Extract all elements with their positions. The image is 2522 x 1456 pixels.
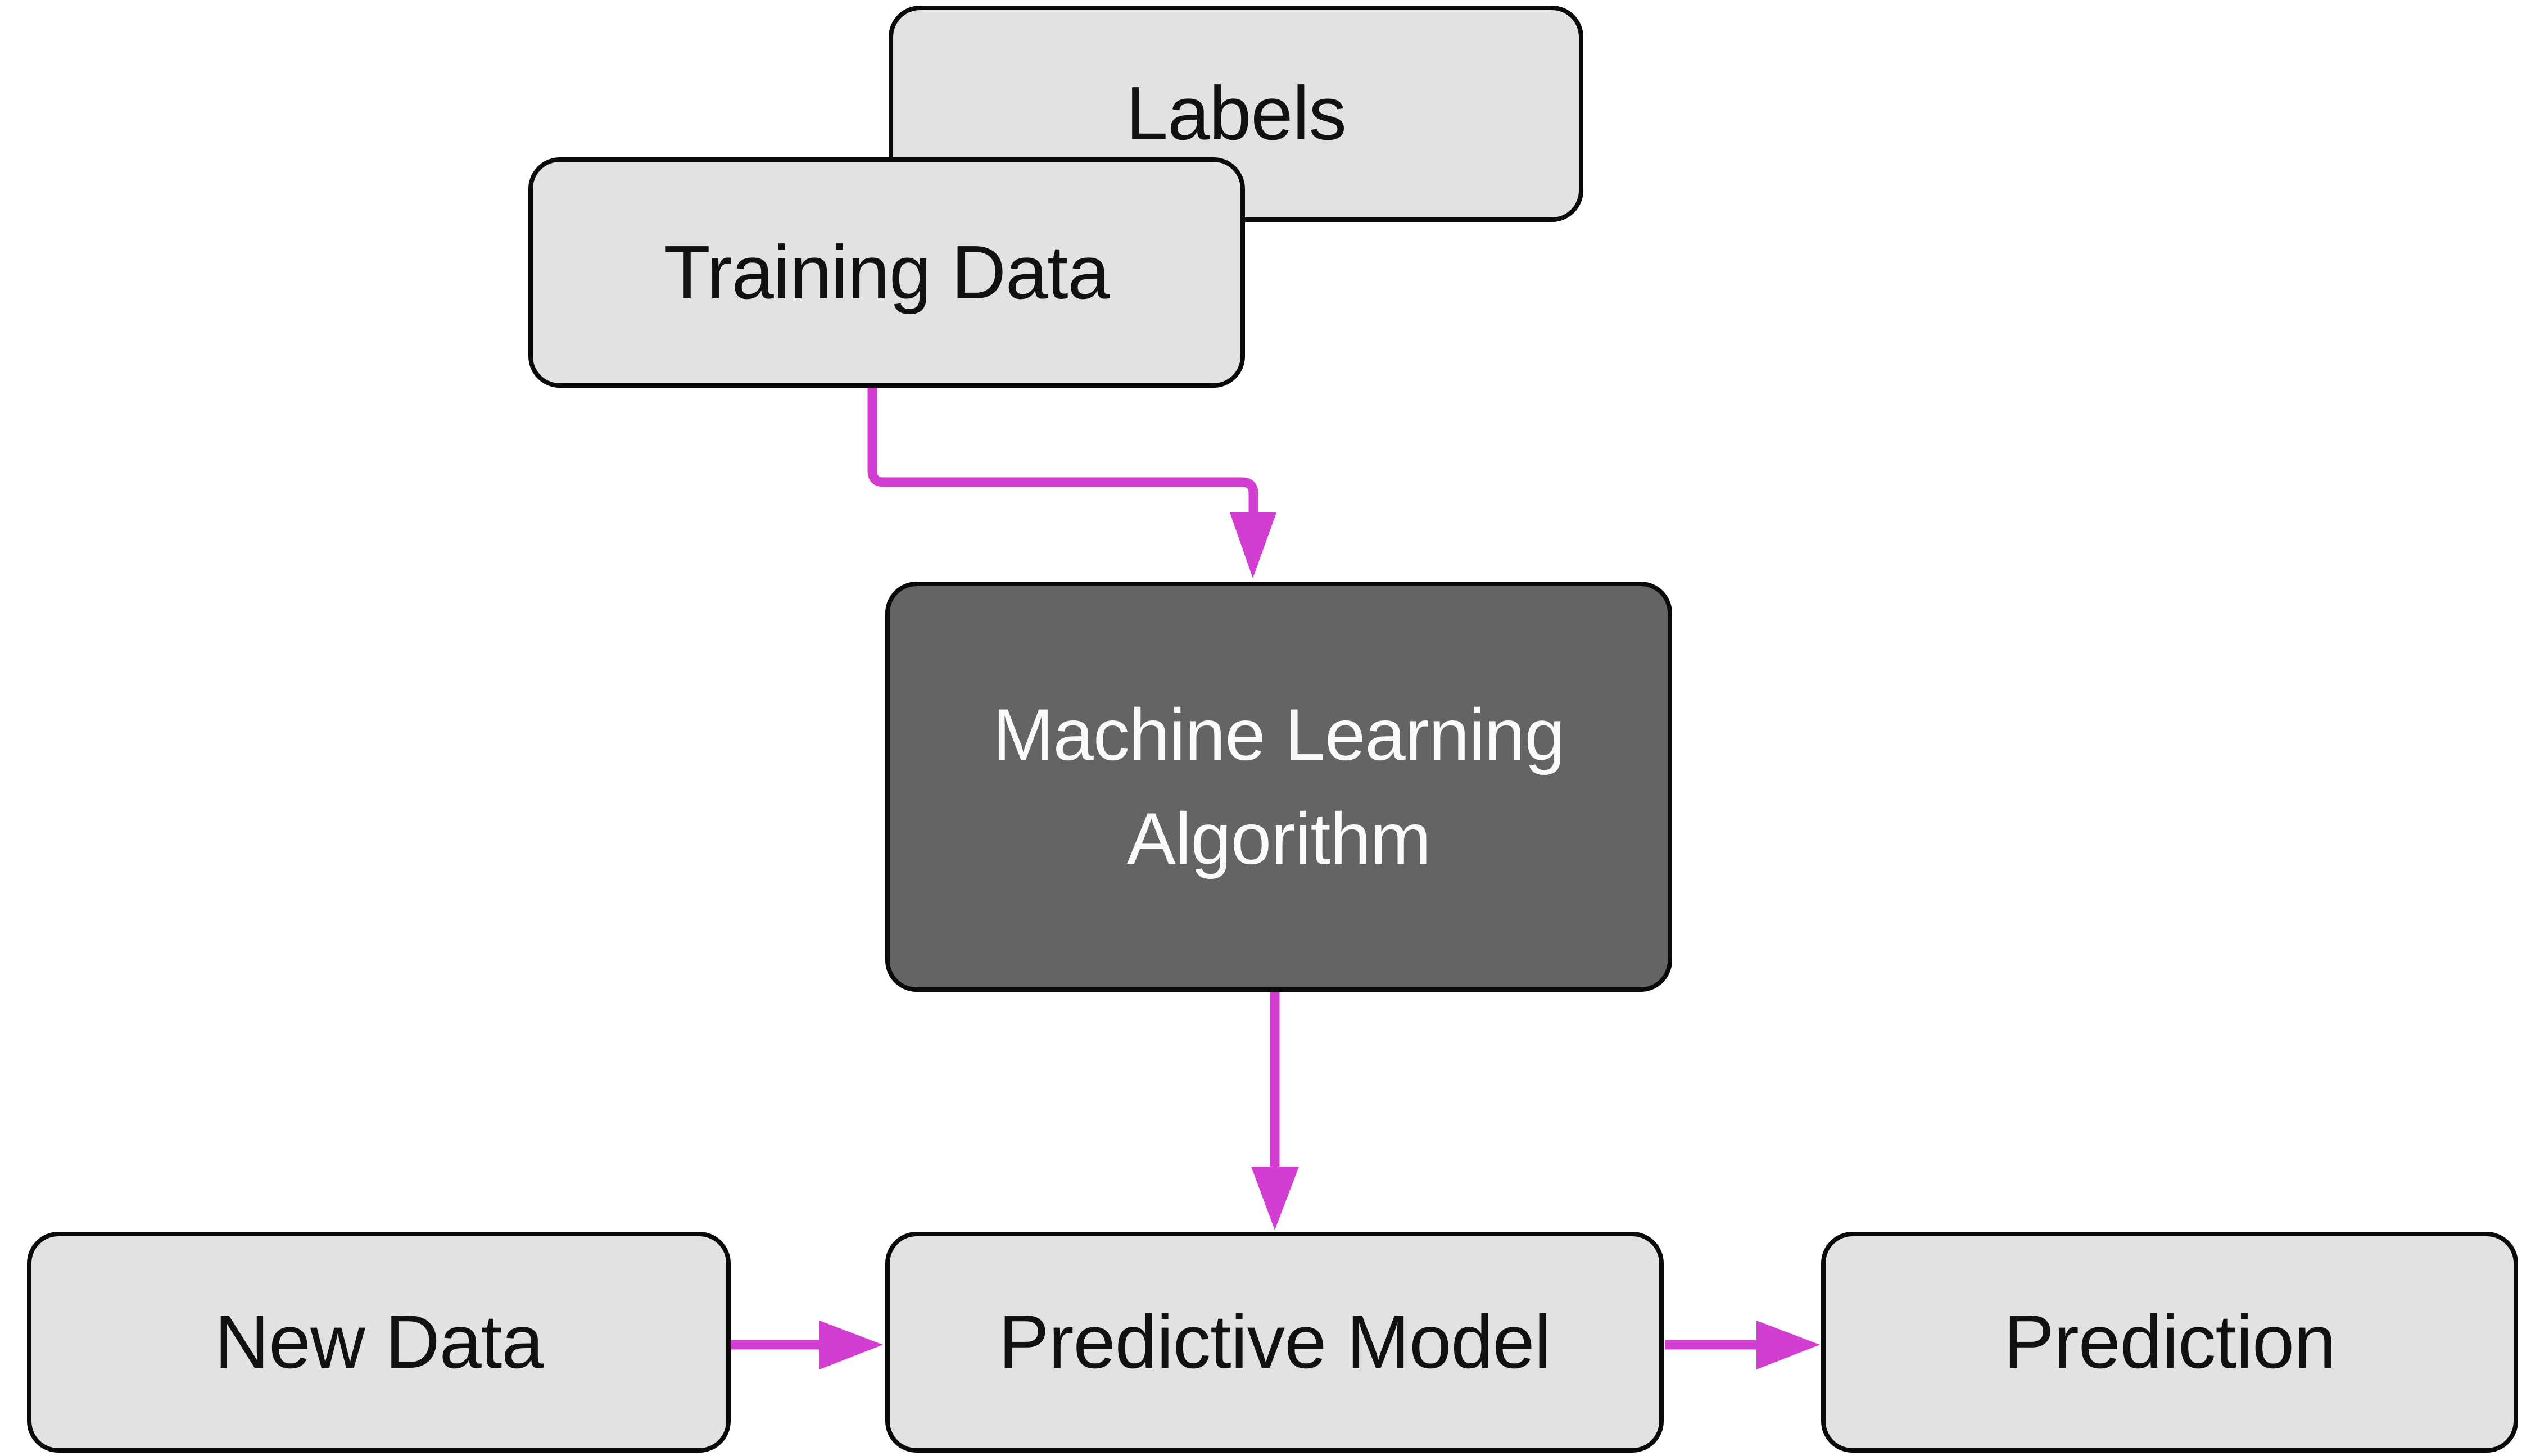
node-training-data: Training Data xyxy=(528,157,1245,388)
arrowhead-right-icon xyxy=(1756,1321,1820,1369)
node-labels-text: Labels xyxy=(1126,71,1347,156)
edge-new-data-to-predictive-model xyxy=(731,1321,883,1369)
edge-predictive-model-to-prediction xyxy=(1665,1321,1820,1369)
node-predictive-model-text: Predictive Model xyxy=(998,1299,1551,1385)
node-ml-algorithm-text-line2: Algorithm xyxy=(1126,797,1431,879)
node-new-data-text: New Data xyxy=(214,1299,544,1385)
node-new-data: New Data xyxy=(27,1232,731,1453)
node-prediction-text: Prediction xyxy=(2003,1299,2336,1385)
arrowhead-down-icon xyxy=(1251,1167,1299,1230)
node-ml-algorithm-text-line1: Machine Learning xyxy=(993,693,1565,775)
node-predictive-model: Predictive Model xyxy=(885,1232,1664,1453)
edge-ml-algorithm-to-predictive-model xyxy=(1251,992,1299,1230)
node-training-data-text: Training Data xyxy=(664,229,1110,315)
edge-training-data-to-ml-algorithm xyxy=(867,379,1276,578)
arrowhead-right-icon xyxy=(819,1321,883,1369)
node-prediction: Prediction xyxy=(1821,1232,2518,1453)
node-machine-learning-algorithm: Machine Learning Algorithm xyxy=(885,582,1672,992)
arrowhead-down-icon xyxy=(1230,512,1276,578)
